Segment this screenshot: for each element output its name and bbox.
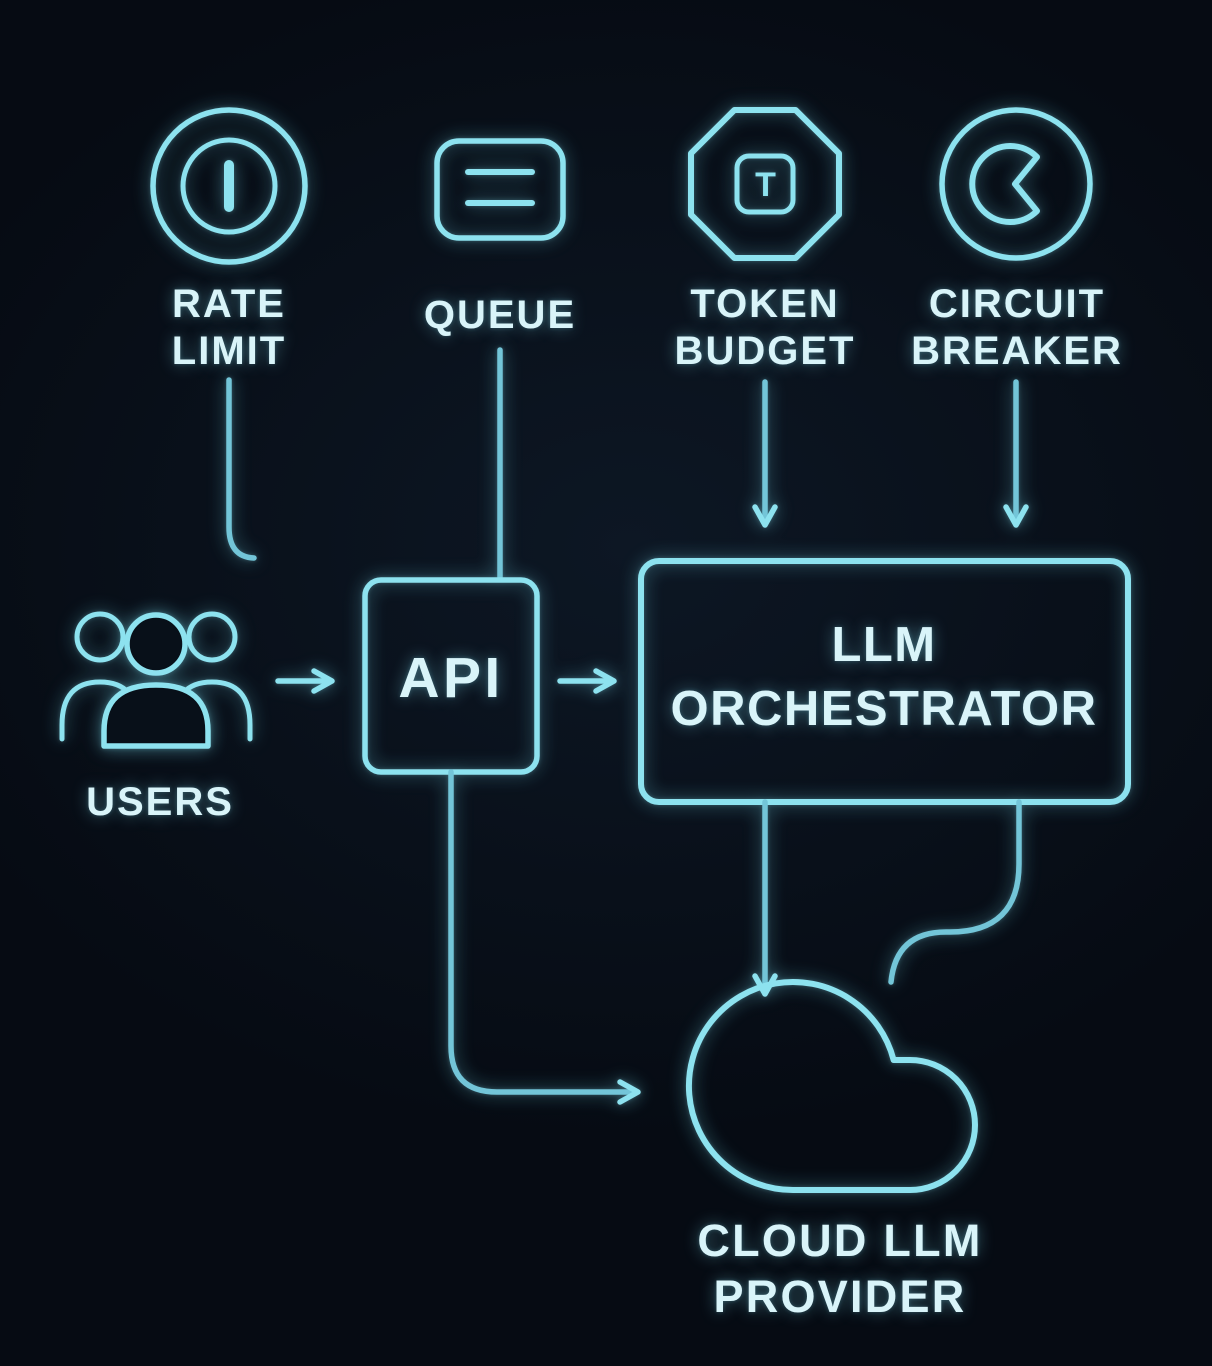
token-glyph: T bbox=[755, 166, 777, 204]
rate-limit-label: RATE LIMIT bbox=[172, 281, 286, 375]
cloud-llm-provider-label-line2: PROVIDER bbox=[713, 1271, 967, 1323]
users-icon bbox=[59, 611, 253, 749]
cloud-llm-provider-label: CLOUD LLM PROVIDER bbox=[697, 1213, 982, 1326]
breaker-icon bbox=[939, 107, 1093, 261]
circuit-breaker-label: CIRCUIT BREAKER bbox=[911, 281, 1123, 375]
gauge-icon bbox=[150, 107, 308, 265]
rate-limit-label-line1: RATE bbox=[172, 282, 286, 326]
llm-orchestrator-box bbox=[638, 558, 1131, 805]
edge-orchestrator-cloud-return bbox=[888, 799, 1022, 985]
api-label: API bbox=[398, 645, 503, 712]
queue-icon bbox=[434, 138, 566, 241]
api-label-line1: API bbox=[398, 646, 504, 710]
cloud-llm-provider-label-line1: CLOUD LLM bbox=[697, 1215, 983, 1266]
circuit-breaker-label-line1: CIRCUIT bbox=[928, 282, 1106, 326]
cloud-icon bbox=[685, 979, 978, 1193]
llm-orchestrator-label-line2: ORCHESTRATOR bbox=[670, 681, 1098, 736]
token-budget-label-line1: TOKEN bbox=[690, 282, 840, 326]
llm-orchestrator-label: LLM ORCHESTRATOR bbox=[671, 614, 1098, 741]
edge-rate-limit-api bbox=[226, 377, 257, 561]
queue-label: QUEUE bbox=[424, 292, 576, 339]
edge-api-cloud bbox=[448, 769, 641, 1105]
token-budget-label-line2: BUDGET bbox=[674, 329, 856, 374]
queue-label-line1: QUEUE bbox=[423, 293, 577, 337]
token-budget-label: TOKEN BUDGET bbox=[675, 281, 856, 375]
users-label: USERS bbox=[86, 779, 234, 826]
rate-limit-label-line2: LIMIT bbox=[171, 329, 287, 374]
llm-orchestrator-label-line1: LLM bbox=[831, 618, 937, 672]
token-octagon-icon: T bbox=[688, 107, 842, 261]
circuit-breaker-label-line2: BREAKER bbox=[911, 329, 1123, 374]
users-label-line1: USERS bbox=[86, 780, 234, 824]
